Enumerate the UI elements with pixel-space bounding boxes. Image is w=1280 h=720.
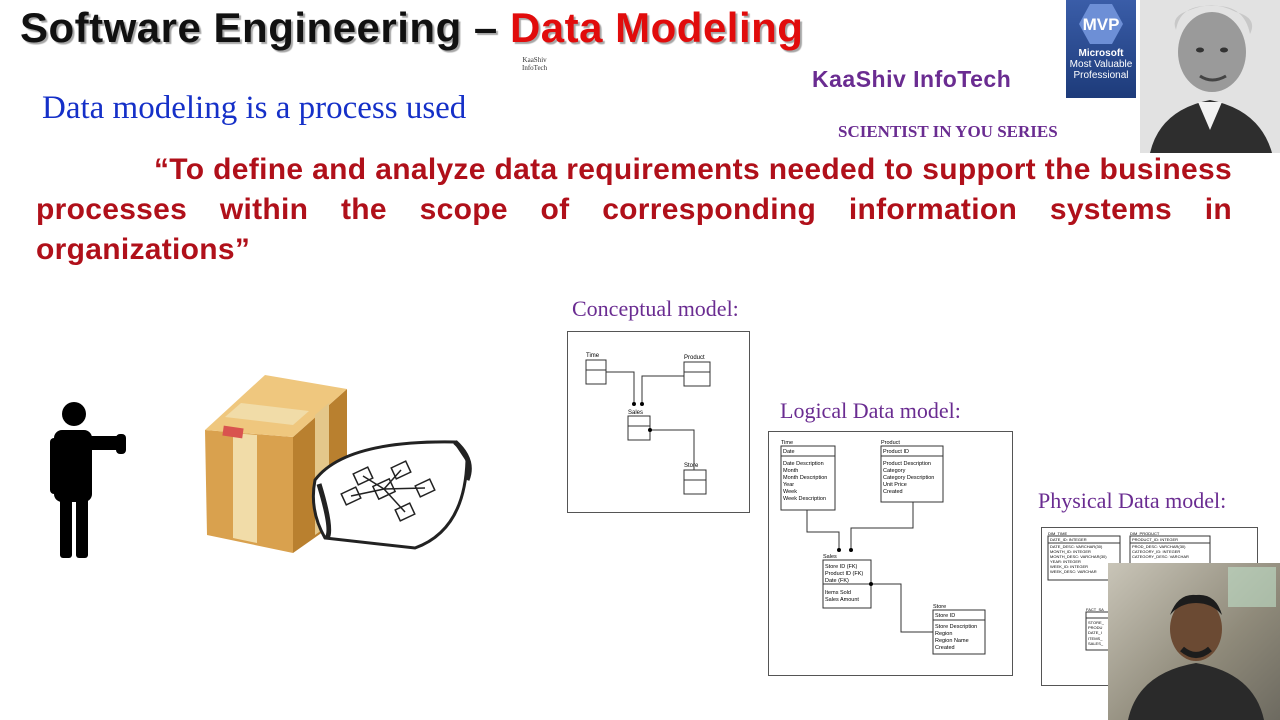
logical-model-diagram: Time Date Date Description Month Month D… <box>768 431 1013 676</box>
physical-product-key: PRODUCT_ID: INTEGER <box>1132 537 1178 542</box>
physical-time-field-5: WEEK_ID: INTEGER <box>1050 564 1088 569</box>
mvp-line-1: Microsoft <box>1078 48 1124 59</box>
conceptual-diagram-svg: Time Product Sales Store <box>585 353 711 495</box>
presenter-video <box>1108 563 1280 720</box>
physical-fact-field-5: SALES_ <box>1088 641 1104 646</box>
logical-time-title: Time <box>781 440 793 446</box>
logical-product-field-2: Category <box>883 468 906 474</box>
physical-product-field-3: CATEGORY_DESC: VARCHAR <box>1132 554 1189 559</box>
physical-time-field-4: YEAR: INTEGER <box>1050 559 1081 564</box>
physical-fact-title: FACT_SA <box>1086 607 1104 612</box>
logical-sales-field-2: Sales Amount <box>825 597 859 603</box>
logical-product-key: Product ID <box>883 449 909 455</box>
logical-store-field-1: Store Description <box>935 624 977 630</box>
physical-model-label: Physical Data model: <box>1038 488 1227 513</box>
conceptual-product-label: Product <box>684 355 705 361</box>
conceptual-store-label: Store <box>684 463 699 469</box>
physical-fact-field-2: PRODU <box>1088 625 1103 630</box>
person-pointing-icon <box>50 402 126 558</box>
logical-diagram-svg: Time Date Date Description Month Month D… <box>780 440 986 655</box>
logical-sales-key-2: Product ID (FK) <box>825 571 863 577</box>
logical-product-field-5: Created <box>883 489 903 495</box>
title-part-1: Software Engineering – <box>20 4 510 51</box>
logical-store-key: Store ID <box>935 613 955 619</box>
definition-quote: “To define and analyze data requirements… <box>36 153 1232 266</box>
title-part-2: Data Modeling <box>509 4 804 51</box>
logical-time-field-2: Month <box>783 468 798 474</box>
physical-product-field-1: PROD_DESC: VARCHAR(30) <box>1132 544 1186 549</box>
logical-store-field-3: Region Name <box>935 638 969 644</box>
physical-time-field-1: DATE_DESC: VARCHAR(30) <box>1050 544 1103 549</box>
small-logo: KaaShiv InfoTech <box>522 56 547 72</box>
logical-store-field-2: Region <box>935 631 952 637</box>
intro-text: Data modeling is a process used <box>42 90 467 126</box>
logical-sales-title: Sales <box>823 554 837 560</box>
logical-sales-key-1: Store ID (FK) <box>825 564 858 570</box>
logical-sales-key-3: Date (FK) <box>825 578 849 584</box>
physical-fact-field-3: DATE_I <box>1088 630 1102 635</box>
conceptual-model-diagram: Time Product Sales Store <box>567 331 750 513</box>
logical-product-title: Product <box>881 440 900 446</box>
logical-product-field-1: Product Description <box>883 461 931 467</box>
portrait-photo <box>1140 0 1280 153</box>
logical-time-field-1: Date Description <box>783 461 824 467</box>
series-label: SCIENTIST IN YOU SERIES <box>838 122 1058 141</box>
physical-time-field-6: WEEK_DESC: VARCHAR <box>1050 569 1097 574</box>
physical-time-key: DATE_ID: INTEGER <box>1050 537 1087 542</box>
logical-product-field-3: Category Description <box>883 475 934 481</box>
logical-product-field-4: Unit Price <box>883 482 907 488</box>
physical-time-title: DIM_TIME <box>1048 531 1067 536</box>
physical-time-field-3: MONTH_DESC: VARCHAR(30) <box>1050 554 1107 559</box>
small-logo-line-2: InfoTech <box>522 64 548 72</box>
logical-time-field-3: Month Description <box>783 475 827 481</box>
portrait-illustration <box>1140 0 1280 153</box>
physical-fact-field-1: STORE_ <box>1088 620 1105 625</box>
physical-fact-field-4: ITEMS_ <box>1088 636 1103 641</box>
blueprint-scroll-icon <box>311 440 472 550</box>
physical-product-field-2: CATEGORY_ID: INTEGER <box>1132 549 1180 554</box>
logical-time-key: Date <box>783 449 795 455</box>
logical-time-field-4: Year <box>783 482 794 488</box>
logical-time-field-5: Week <box>783 489 797 495</box>
logical-sales-field-1: Items Sold <box>825 590 851 596</box>
mvp-hex-icon: MVP <box>1079 4 1123 44</box>
logical-time-field-6: Week Description <box>783 496 826 502</box>
mvp-line-3: Professional <box>1073 70 1129 81</box>
presenter-silhouette <box>1128 567 1276 720</box>
mvp-badge: MVP Microsoft Most Valuable Professional <box>1066 0 1136 98</box>
conceptual-time-label: Time <box>586 353 600 359</box>
small-logo-line-1: KaaShiv <box>522 56 547 64</box>
logical-store-title: Store <box>933 604 946 610</box>
conceptual-sales-label: Sales <box>628 410 643 416</box>
physical-time-field-2: MONTH_ID: INTEGER <box>1050 549 1091 554</box>
brand-name: KaaShiv InfoTech <box>812 66 1012 92</box>
logical-store-field-4: Created <box>935 645 955 651</box>
physical-product-title: DIM_PRODUCT <box>1130 531 1160 536</box>
mvp-line-2: Most Valuable <box>1069 59 1133 70</box>
physical-diagram-svg: DIM_TIME DATE_ID: INTEGER DATE_DESC: VAR… <box>1047 531 1211 651</box>
slide-title: Software Engineering – Data Modeling <box>20 4 803 52</box>
conceptual-model-label: Conceptual model: <box>572 296 739 321</box>
logical-model-label: Logical Data model: <box>780 398 961 423</box>
